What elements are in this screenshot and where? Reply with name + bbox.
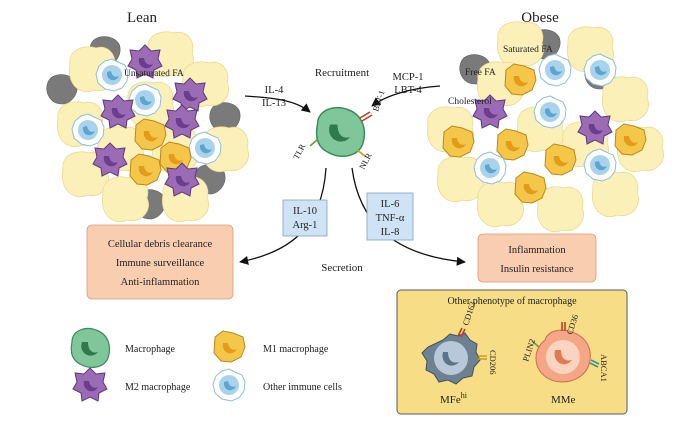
unsaturated-fa-label: Unsaturated FA	[124, 69, 184, 79]
m1-macrophage-icon	[213, 330, 246, 363]
macrophage-icon	[70, 327, 111, 368]
obese-cytokine-2: TNF-α	[376, 213, 405, 224]
lean-outcome-2: Immune surveillance	[116, 258, 205, 269]
lean-outcome-3: Anti-inflammation	[121, 277, 200, 288]
phenotype-panel-title: Other phenotype of macrophage	[447, 296, 577, 307]
free-fa-label: Free FA	[465, 68, 496, 78]
mme-receptor-abca1: ABCA1	[599, 354, 609, 382]
lean-cytokine-2: Arg-1	[293, 220, 318, 231]
lean-signal-1: IL-4	[265, 85, 284, 96]
m2-macrophage-icon	[72, 367, 108, 402]
legend-immune-label: Other immune cells	[263, 382, 342, 393]
legend-m1-label: M1 macrophage	[263, 344, 329, 355]
obese-outcome-2: Insulin resistance	[500, 264, 574, 275]
cholesterol-label: Cholesterol	[448, 97, 492, 107]
legend-macrophage-label: Macrophage	[125, 344, 176, 355]
secretion-label: Secretion	[321, 262, 363, 274]
other-immune-cell-icon	[212, 368, 246, 402]
lean-cytokine-box	[282, 199, 328, 237]
saturated-fa-label: Saturated FA	[503, 45, 553, 55]
obese-title: Obese	[521, 10, 559, 26]
legend-m2-label: M2 macrophage	[125, 382, 191, 393]
mfe-receptor-cd206: CD206	[488, 350, 498, 375]
nlr-receptor-label: NLR	[357, 151, 374, 171]
obese-recruitment-arrow	[371, 85, 441, 107]
obese-signal-1: MCP-1	[393, 72, 424, 83]
lean-outcome-1: Cellular debris clearance	[108, 239, 213, 250]
obese-cytokine-box	[366, 192, 414, 241]
lean-cytokine-1: IL-10	[293, 206, 317, 217]
lean-signal-2: IL-13	[262, 98, 286, 109]
obese-cytokine-3: IL-8	[381, 227, 400, 238]
mfe-label: MFehi	[440, 391, 468, 406]
lean-adipose-cluster	[46, 31, 249, 223]
lean-outcome-box	[86, 224, 234, 300]
blt1-receptor-label: BLT-1	[370, 89, 386, 113]
central-macrophage	[309, 106, 373, 157]
mme-macrophage	[531, 322, 600, 383]
obese-cytokine-1: IL-6	[381, 199, 400, 210]
tlr-receptor-label: TLR	[291, 142, 308, 161]
legend: Macrophage M1 macrophage M2 macrophage O…	[70, 327, 342, 402]
mme-label: MMe	[551, 394, 576, 406]
obese-signal-2: LBT-4	[394, 85, 422, 96]
mfe-macrophage	[421, 327, 487, 385]
obese-outcome-box	[477, 233, 597, 283]
lean-recruitment-arrow	[244, 95, 311, 113]
recruitment-label: Recruitment	[315, 67, 369, 79]
obese-outcome-1: Inflammation	[508, 245, 566, 256]
lean-title: Lean	[127, 10, 157, 26]
